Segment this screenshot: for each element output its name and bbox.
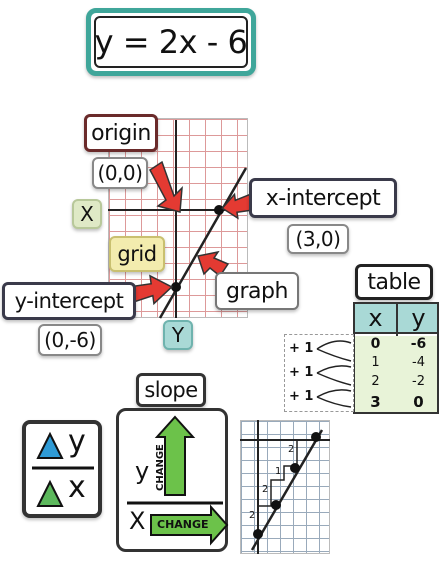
slope-tick-label: 2 bbox=[262, 484, 269, 495]
delta-card: y x bbox=[22, 420, 102, 518]
y-intercept-point: (0,-6) bbox=[44, 328, 96, 352]
slope-label-card: slope bbox=[136, 373, 206, 407]
equation-text: y = 2x - 6 bbox=[94, 23, 248, 61]
origin-point-card: (0,0) bbox=[92, 157, 148, 189]
change-arrows bbox=[127, 415, 229, 546]
table-row: 2 -2 bbox=[355, 374, 437, 393]
table-header-y: y bbox=[411, 304, 426, 332]
x-axis-label-card: X bbox=[72, 199, 102, 229]
table-title: table bbox=[367, 269, 421, 295]
y-intercept-card: y-intercept bbox=[2, 282, 136, 320]
delta-graphic bbox=[32, 431, 94, 507]
x-axis-label: X bbox=[80, 202, 94, 226]
x-intercept-dot bbox=[214, 205, 224, 215]
table-title-card: table bbox=[355, 264, 433, 300]
origin-label-card: origin bbox=[84, 114, 158, 152]
table-cell-x: 0 bbox=[370, 336, 381, 352]
table-steps-card: + 1 + 1 + 1 bbox=[284, 334, 354, 412]
horizontal-change-arrow bbox=[150, 504, 229, 546]
y-intercept-dot bbox=[171, 282, 181, 292]
table-cell-y: 0 bbox=[413, 393, 424, 411]
xy-table: x y 0 -6 1 -4 2 -2 3 0 bbox=[353, 302, 439, 414]
delta-y-triangle bbox=[36, 431, 64, 459]
step-label: + 1 bbox=[289, 365, 314, 380]
step-label: + 1 bbox=[289, 341, 314, 356]
origin-arrow bbox=[149, 160, 183, 213]
table-cell-x: 3 bbox=[370, 393, 381, 411]
slope-tick-label: 2 bbox=[249, 510, 256, 521]
x-intercept-point-card: (3,0) bbox=[287, 224, 349, 254]
graph-arrow bbox=[197, 250, 230, 278]
table-row: 0 -6 bbox=[355, 336, 437, 355]
table-cell-y: -4 bbox=[412, 355, 425, 370]
x-intercept-card: x-intercept bbox=[249, 178, 397, 218]
slope-tick-label: 2 bbox=[288, 444, 295, 455]
table-cell-x: 2 bbox=[371, 374, 380, 389]
slope-tick-label: 1 bbox=[275, 466, 282, 477]
table-row: 3 0 bbox=[355, 393, 437, 412]
origin-point: (0,0) bbox=[97, 161, 143, 185]
slope-label: slope bbox=[144, 378, 198, 402]
graph-label-card: graph bbox=[215, 272, 299, 310]
graph-line bbox=[158, 167, 248, 319]
step-label: + 1 bbox=[289, 389, 314, 404]
table-cell-y: -2 bbox=[412, 374, 425, 389]
slope-change-card: y CHANGE X CHANGE bbox=[116, 408, 229, 552]
y-axis-label: Y bbox=[171, 323, 185, 347]
origin-label: origin bbox=[91, 120, 151, 146]
grid-label: grid bbox=[117, 242, 157, 266]
grid-label-card: grid bbox=[109, 236, 165, 272]
slope-y-letter: y bbox=[135, 457, 150, 485]
table-cell-y: -6 bbox=[410, 336, 427, 352]
x-intercept-point: (3,0) bbox=[295, 227, 341, 251]
y-intercept-point-card: (0,-6) bbox=[38, 324, 102, 356]
delta-x-letter: x bbox=[68, 470, 86, 505]
y-intercept-label: y-intercept bbox=[14, 289, 124, 313]
change-horizontal-text: CHANGE bbox=[157, 518, 209, 531]
graph-label: graph bbox=[226, 278, 288, 304]
vertical-change-arrow bbox=[154, 415, 196, 496]
equation-card: y = 2x - 6 bbox=[86, 8, 256, 76]
step-arrows bbox=[316, 340, 352, 408]
table-row: 1 -4 bbox=[355, 355, 437, 374]
y-axis-label-card: Y bbox=[163, 320, 193, 350]
table-header-x: x bbox=[368, 304, 383, 332]
delta-x-triangle bbox=[36, 479, 64, 507]
slope-x-letter: X bbox=[129, 507, 146, 535]
delta-y-letter: y bbox=[68, 424, 86, 459]
x-intercept-label: x-intercept bbox=[265, 185, 381, 211]
table-cell-x: 1 bbox=[371, 355, 380, 370]
